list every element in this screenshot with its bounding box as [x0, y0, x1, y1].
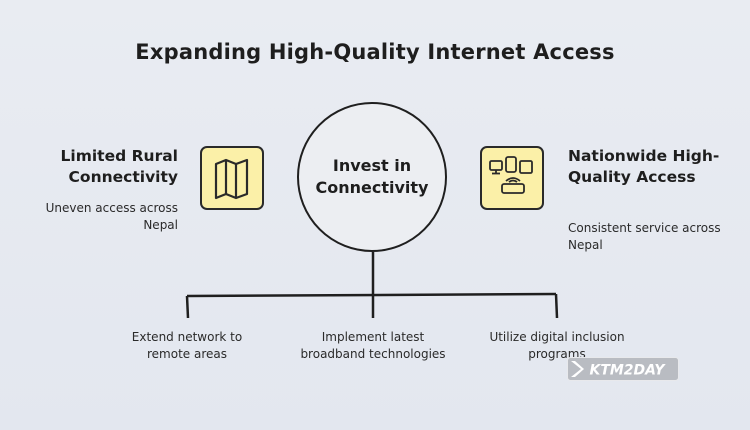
branch-line-right — [554, 293, 559, 319]
branch-line-left — [185, 295, 190, 319]
map-icon — [214, 158, 249, 200]
map-icon-box — [200, 146, 264, 210]
ktm2day-watermark-logo: KTM2DAY — [567, 357, 679, 381]
branch-label-2: Implement latest broadband technologies — [300, 330, 446, 361]
center-label: Invest in Connectivity — [315, 156, 429, 197]
connected-devices-icon — [489, 156, 533, 194]
left-heading: Limited Rural Connectivity — [60, 147, 178, 186]
left-description: Uneven access across Nepal — [45, 201, 178, 232]
center-node: Invest in Connectivity — [297, 102, 447, 252]
branch-label-1: Extend network to remote areas — [131, 330, 243, 361]
diagram-title: Expanding High-Quality Internet Access — [135, 40, 615, 64]
right-description: Consistent service across Nepal — [568, 221, 721, 252]
right-heading: Nationwide High-Quality Access — [568, 147, 720, 186]
devices-icon-box — [480, 146, 544, 210]
svg-text:KTM2DAY: KTM2DAY — [589, 363, 666, 379]
horizontal-bar — [186, 292, 557, 298]
branch-label-3: Utilize digital inclusion programs — [489, 330, 625, 361]
